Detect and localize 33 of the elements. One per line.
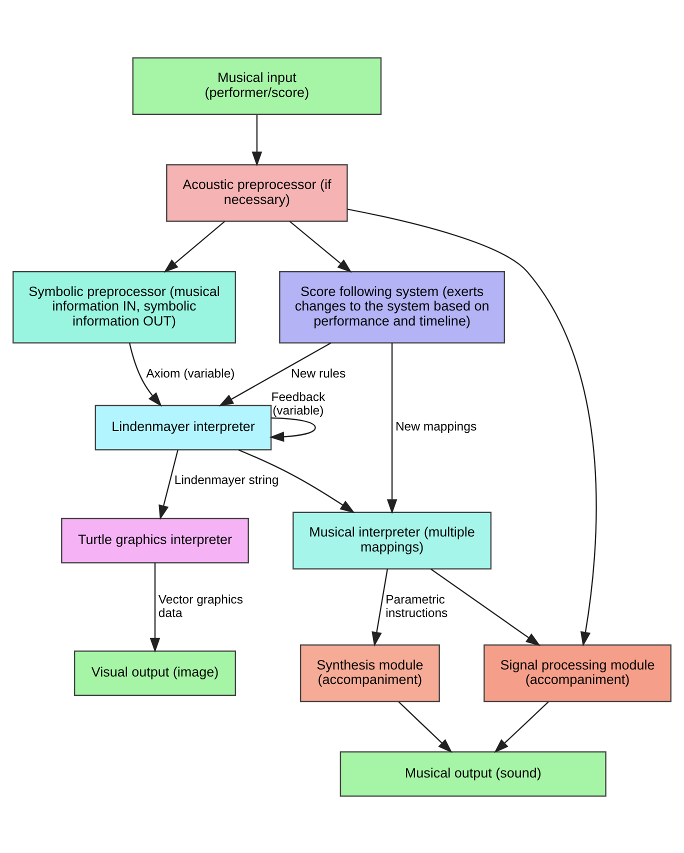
node-box: Musical input (performer/score) — [132, 56, 382, 115]
node-box: Score following system (exerts changes to the system based on performance and timeline) — [279, 270, 506, 343]
arrow — [289, 220, 352, 272]
arrow — [269, 416, 316, 442]
node-box: Symbolic preprocessor (musical information IN, symbolic information OUT) — [12, 270, 236, 343]
edge-label: Axiom (variable) — [146, 366, 235, 380]
arrow — [164, 220, 226, 272]
arrow — [347, 208, 597, 646]
node-box: Musical output (sound) — [340, 750, 606, 796]
edge-label: Parametric instructions — [386, 592, 448, 620]
arrow — [494, 700, 549, 753]
edge-label: New mappings — [395, 419, 477, 434]
edge-label: New rules — [291, 366, 346, 380]
arrow — [430, 568, 541, 646]
arrow — [372, 568, 388, 646]
arrow — [128, 342, 162, 406]
arrow — [158, 450, 178, 520]
node-box: Signal processing module (accompaniment) — [484, 644, 672, 702]
node-box: Musical interpreter (multiple mappings) — [292, 511, 492, 569]
node-box: Visual output (image) — [74, 650, 236, 696]
node-box: Acoustic preprocessor (if necessary) — [166, 164, 348, 222]
node-box: Lindenmayer interpreter — [94, 404, 272, 450]
edge-label: Vector graphics data — [158, 592, 243, 620]
node-box: Synthesis module (accompaniment) — [300, 644, 440, 702]
edge-label: Feedback (variable) — [271, 389, 326, 417]
edge-label: Lindenmayer string — [174, 472, 279, 487]
node-box: Turtle graphics interpreter — [61, 517, 249, 563]
arrow — [150, 562, 160, 652]
arrow — [238, 448, 355, 513]
arrow — [218, 342, 332, 406]
arrow — [252, 114, 262, 166]
arrow — [398, 700, 452, 753]
arrow — [386, 342, 398, 514]
